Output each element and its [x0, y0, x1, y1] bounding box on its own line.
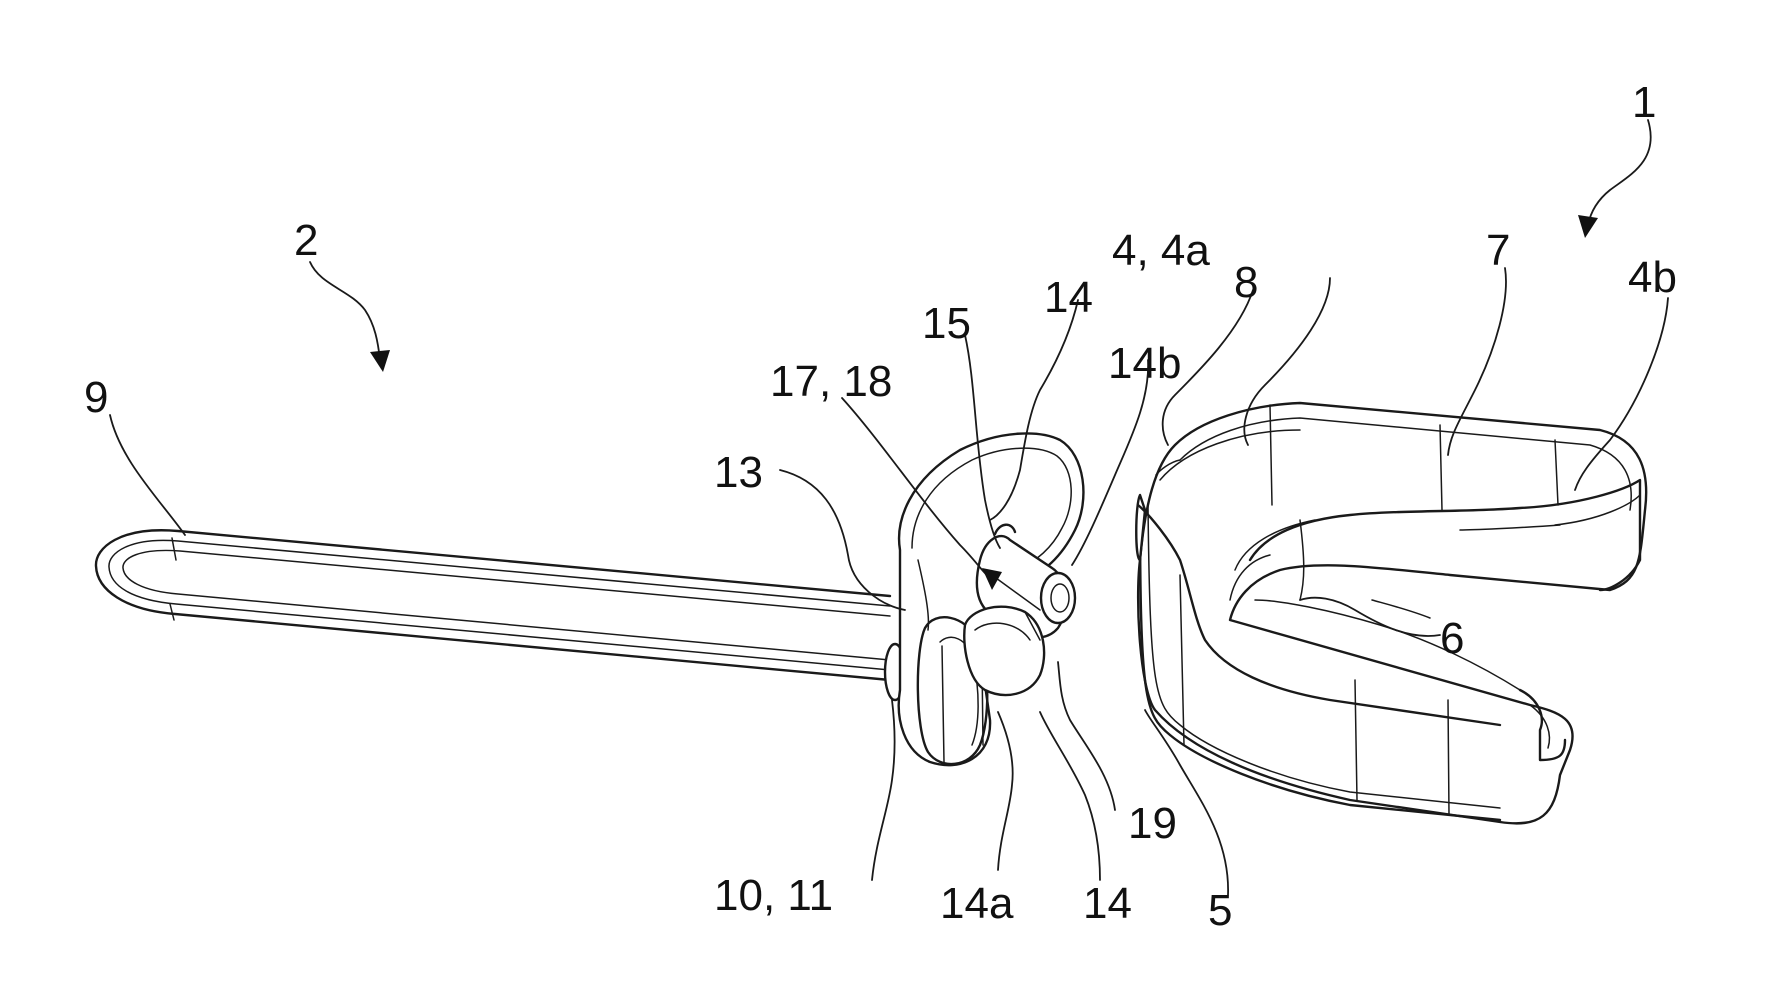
label-14a: 14a — [940, 879, 1014, 928]
mouth-guard-tray — [1136, 403, 1646, 823]
label-6: 6 — [1440, 614, 1464, 663]
label-7: 7 — [1486, 226, 1510, 275]
label-4-4a: 4, 4a — [1112, 226, 1210, 275]
arrowhead-2 — [370, 350, 390, 372]
label-2: 2 — [294, 216, 318, 265]
handle-loop — [96, 530, 890, 680]
label-1: 1 — [1632, 78, 1656, 127]
label-14-bottom: 14 — [1083, 879, 1132, 928]
arrowhead-1 — [1578, 215, 1598, 238]
label-4b: 4b — [1628, 253, 1677, 302]
label-17-18: 17, 18 — [770, 357, 892, 406]
label-8: 8 — [1234, 258, 1258, 307]
label-5: 5 — [1208, 886, 1232, 935]
label-10-11: 10, 11 — [714, 871, 833, 920]
label-15: 15 — [922, 299, 971, 348]
label-14-top: 14 — [1044, 273, 1093, 322]
label-19: 19 — [1128, 799, 1177, 848]
label-9: 9 — [84, 373, 108, 422]
label-14b: 14b — [1108, 339, 1181, 388]
label-13: 13 — [714, 448, 763, 497]
